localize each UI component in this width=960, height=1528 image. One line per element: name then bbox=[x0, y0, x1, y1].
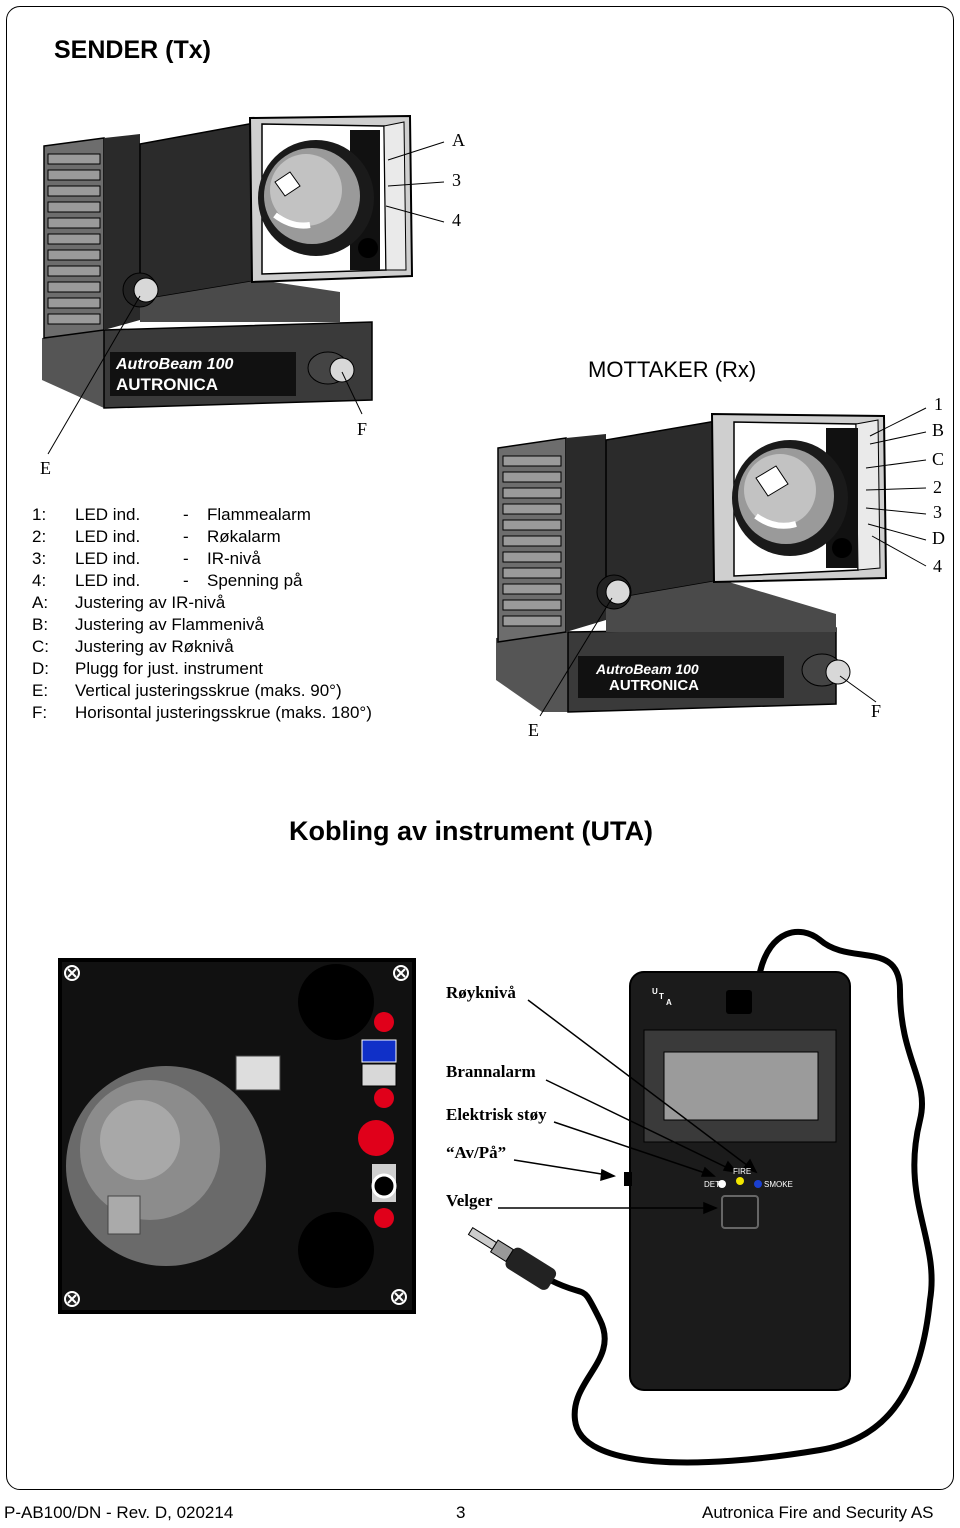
uta-logo-u: U bbox=[652, 987, 658, 996]
footer-doc-ref: P-AB100/DN - Rev. D, 020214 bbox=[4, 1503, 234, 1522]
receiver-brand-model: AutroBeam 100 bbox=[596, 661, 699, 677]
page-frame bbox=[6, 6, 954, 1490]
legend-text: Justering av IR-nivå bbox=[75, 593, 226, 612]
label-on-off: “Av/På” bbox=[446, 1143, 507, 1162]
receiver-callout-d: D bbox=[932, 528, 945, 548]
legend-row: D: Plugg for just. instrument bbox=[32, 658, 372, 680]
label-fire-alarm: Brannalarm bbox=[446, 1062, 536, 1081]
legend-detail: Røkalarm bbox=[207, 527, 281, 546]
legend-row: 3: LED ind. -IR-nivå bbox=[32, 548, 372, 570]
receiver-callout-c: C bbox=[932, 449, 945, 469]
legend-detail: Flammealarm bbox=[207, 505, 311, 524]
legend-row: E: Vertical justeringsskrue (maks. 90°) bbox=[32, 680, 372, 702]
uta-instrument-illustration bbox=[467, 928, 935, 1466]
legend-text: Justering av Røknivå bbox=[75, 637, 234, 656]
legend-text: Justering av Flammenivå bbox=[75, 615, 264, 634]
legend-row: C: Justering av Røknivå bbox=[32, 636, 372, 658]
sender-title: SENDER (Tx) bbox=[54, 36, 211, 64]
legend-dash: - bbox=[183, 571, 189, 590]
legend-list: 1:LED ind.-Flammealarm 2:LED ind.-Røkala… bbox=[32, 504, 372, 724]
uta-led-det-label: DET bbox=[704, 1180, 720, 1189]
sender-brand-maker: AUTRONICA bbox=[116, 375, 218, 394]
receiver-callout-3: 3 bbox=[933, 502, 942, 522]
legend-key: 2: bbox=[32, 527, 47, 546]
legend-text: Vertical justeringsskrue (maks. 90°) bbox=[75, 681, 342, 700]
uta-led-fire-label: FIRE bbox=[733, 1167, 752, 1176]
footer-company: Autronica Fire and Security AS bbox=[702, 1503, 934, 1522]
legend-detail: Spenning på bbox=[207, 571, 303, 590]
legend-key: 1: bbox=[32, 505, 47, 524]
receiver-callout-2: 2 bbox=[933, 477, 942, 497]
receiver-brand-maker: AUTRONICA bbox=[609, 677, 699, 694]
connection-title: Kobling av instrument (UTA) bbox=[289, 816, 653, 846]
legend-row: 1: LED ind. -Flammealarm bbox=[32, 504, 372, 526]
front-panel-illustration bbox=[58, 958, 416, 1314]
legend-text: Plugg for just. instrument bbox=[75, 659, 264, 678]
legend-row: A: Justering av IR-nivå bbox=[32, 592, 372, 614]
receiver-title: MOTTAKER (Rx) bbox=[588, 357, 757, 382]
legend-key: B: bbox=[32, 615, 49, 634]
legend-text: LED ind. bbox=[75, 505, 141, 524]
sender-callout-3: 3 bbox=[452, 170, 461, 190]
legend-text: Horisontal justeringsskrue (maks. 180°) bbox=[75, 703, 372, 722]
receiver-callout-f: F bbox=[871, 701, 882, 721]
receiver-callout-1: 1 bbox=[934, 394, 943, 414]
legend-key: A: bbox=[32, 593, 49, 612]
sender-callout-e: E bbox=[40, 458, 51, 478]
legend-text: LED ind. bbox=[75, 549, 141, 568]
legend-text: LED ind. bbox=[75, 527, 141, 546]
legend-key: E: bbox=[32, 681, 49, 700]
legend-key: C: bbox=[32, 637, 49, 656]
legend-dash: - bbox=[183, 527, 189, 546]
legend-detail: IR-nivå bbox=[207, 549, 261, 568]
receiver-callout-b: B bbox=[932, 420, 945, 440]
legend-dash: - bbox=[183, 549, 189, 568]
label-electrical-noise: Elektrisk støy bbox=[446, 1105, 547, 1124]
receiver-device-illustration bbox=[496, 407, 927, 717]
sender-brand-model: AutroBeam 100 bbox=[116, 356, 234, 373]
label-selector: Velger bbox=[446, 1191, 493, 1210]
receiver-callout-e: E bbox=[528, 720, 539, 740]
uta-led-smoke-label: SMOKE bbox=[764, 1180, 793, 1189]
receiver-callout-4: 4 bbox=[933, 556, 942, 576]
sender-callout-4: 4 bbox=[452, 210, 461, 230]
legend-row: F: Horisontal justeringsskrue (maks. 180°… bbox=[32, 702, 372, 724]
legend-dash: - bbox=[183, 505, 189, 524]
legend-key: 3: bbox=[32, 549, 47, 568]
footer-page-number: 3 bbox=[456, 1503, 466, 1522]
legend-text: LED ind. bbox=[75, 571, 141, 590]
sender-callout-f: F bbox=[357, 419, 368, 439]
legend-row: 2: LED ind. -Røkalarm bbox=[32, 526, 372, 548]
legend-row: B: Justering av Flammenivå bbox=[32, 614, 372, 636]
legend-key: 4: bbox=[32, 571, 47, 590]
uta-logo-t: T bbox=[659, 992, 664, 1001]
label-smoke-level: Røyknivå bbox=[446, 983, 516, 1002]
sender-callout-a: A bbox=[452, 130, 465, 150]
sender-device-illustration bbox=[42, 114, 445, 455]
uta-logo-a: A bbox=[666, 998, 672, 1007]
legend-key: D: bbox=[32, 659, 49, 678]
legend-row: 4: LED ind. -Spenning på bbox=[32, 570, 372, 592]
legend-key: F: bbox=[32, 703, 48, 722]
